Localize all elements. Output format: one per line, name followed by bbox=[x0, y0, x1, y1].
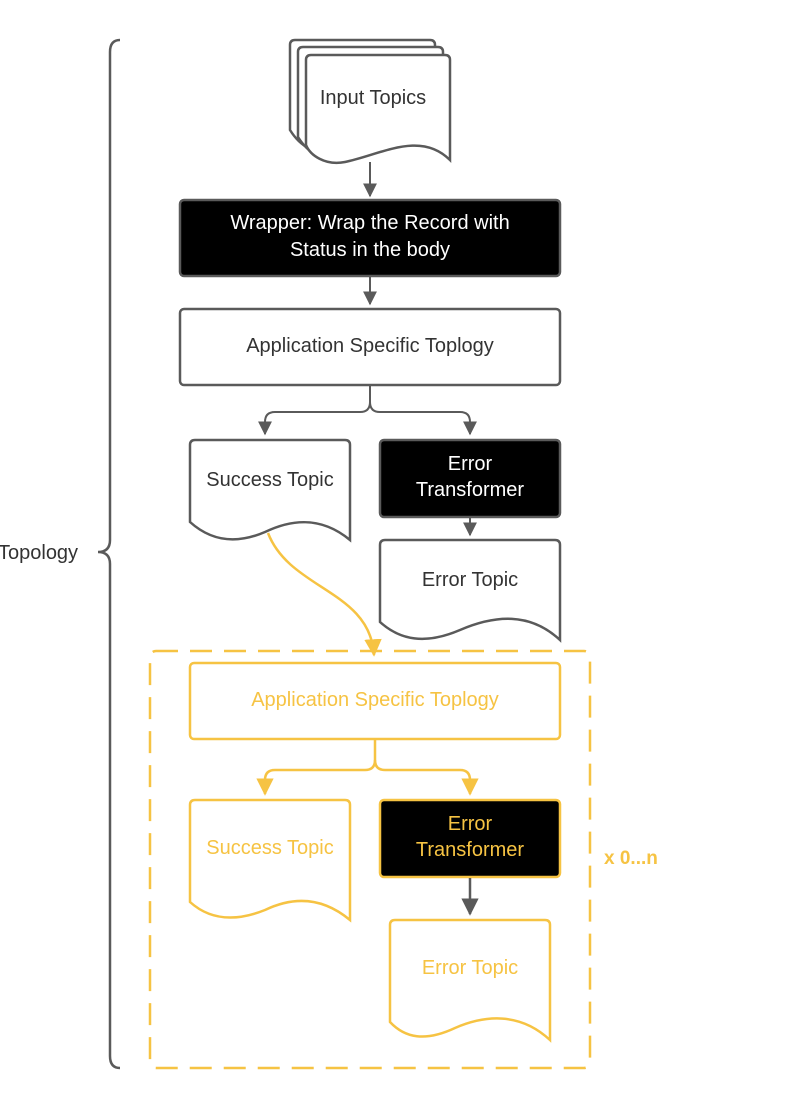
repeat-error-transformer-label-line2: Transformer bbox=[416, 839, 525, 861]
input-topics-label: Input Topics bbox=[320, 87, 426, 109]
error-transformer-box bbox=[378, 438, 562, 519]
wrapper-label-line1: Wrapper: Wrap the Record with bbox=[230, 212, 509, 234]
repeat-arrow-to-success bbox=[256, 740, 377, 796]
wrapper-label-line2: Status in the body bbox=[290, 239, 450, 261]
arrow-success-to-repeat bbox=[266, 532, 382, 657]
wrapper-box bbox=[178, 198, 562, 278]
error-topic-label: Error Topic bbox=[422, 569, 518, 591]
topology-label: Topology bbox=[0, 542, 78, 564]
repeat-app-topology-label: Application Specific Toplogy bbox=[251, 689, 499, 711]
repeat-error-transformer-label-line1: Error bbox=[448, 813, 493, 835]
error-transformer-label-line1: Error bbox=[448, 453, 493, 475]
topology-brace bbox=[97, 38, 121, 1070]
arrow-topology-to-success bbox=[258, 386, 371, 436]
repeat-group bbox=[148, 649, 592, 1070]
repeat-error-topic-shape bbox=[388, 918, 552, 1043]
repeat-success-topic-shape bbox=[188, 798, 352, 923]
success-topic-label: Success Topic bbox=[206, 469, 333, 491]
input-topics-shape bbox=[288, 38, 452, 165]
success-topic-shape bbox=[188, 438, 352, 543]
error-transformer-label-line2: Transformer bbox=[416, 479, 525, 501]
arrow-topology-to-error-transformer bbox=[369, 401, 477, 436]
repeat-app-topology-box bbox=[188, 661, 562, 741]
repeat-arrow-to-error-transformer bbox=[373, 759, 479, 796]
repeat-error-transformer-box bbox=[378, 798, 562, 879]
app-topology-box bbox=[178, 307, 562, 387]
repeat-success-topic-label: Success Topic bbox=[206, 837, 333, 859]
app-topology-label: Application Specific Toplogy bbox=[246, 335, 494, 357]
error-topic-shape bbox=[378, 538, 562, 643]
repeat-multiplier-label: x 0...n bbox=[604, 848, 658, 869]
repeat-error-topic-label: Error Topic bbox=[422, 957, 518, 979]
